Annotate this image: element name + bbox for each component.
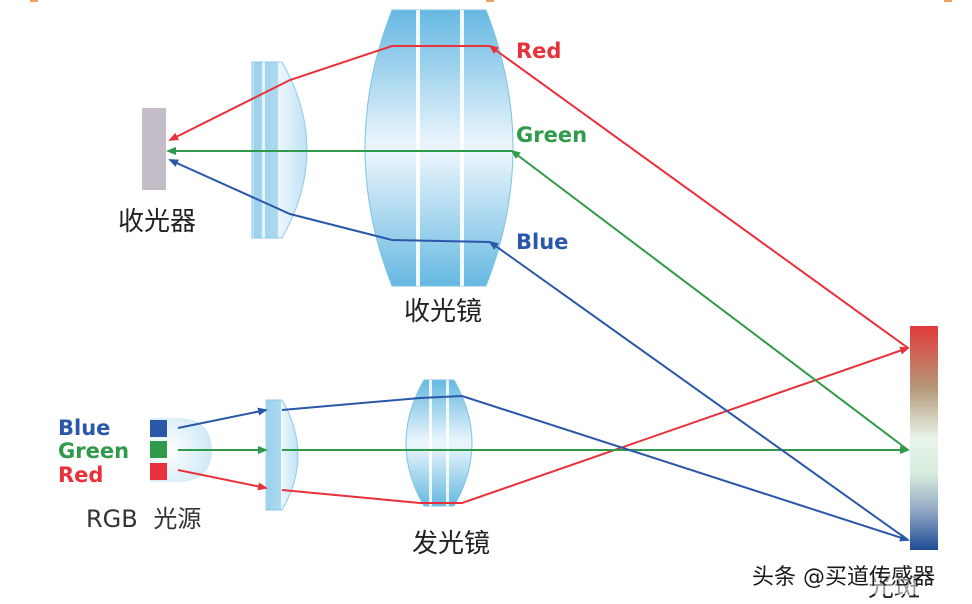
green-led: [150, 441, 167, 458]
emit-lens-small: [265, 399, 299, 511]
frame-accent-right: [944, 0, 952, 2]
watermark: 头条 @买道传感器: [752, 565, 935, 590]
ray-label-green: Green: [516, 123, 587, 147]
red-ray-receive: [488, 44, 909, 349]
receiver-label: 收光器: [118, 207, 196, 237]
light-source-label: RGB 光源: [86, 505, 201, 533]
red-led: [150, 463, 167, 480]
blue-ray-receive-cont: [168, 159, 491, 243]
blue-ray-emit-cont: [281, 394, 910, 542]
receive-lens-label: 收光镜: [404, 297, 482, 327]
receive-lens-large: [364, 9, 514, 287]
red-ray-emit-cont: [281, 346, 910, 504]
source-label-blue: Blue: [58, 416, 110, 440]
blue-ray-emit: [177, 407, 268, 429]
source-label-red: Red: [58, 463, 103, 487]
frame-accent-left: [30, 0, 38, 2]
light-spot-bar: [910, 326, 938, 550]
source-label-green: Green: [58, 439, 129, 463]
blue-ray-receive: [488, 240, 909, 541]
ray-label-blue: Blue: [516, 230, 568, 254]
watermark-bg: [748, 558, 962, 594]
green-ray-receive: [510, 149, 909, 451]
red-ray-receive-cont: [168, 45, 490, 141]
blue-led: [150, 420, 167, 437]
light-source-text: 光源: [153, 505, 201, 533]
light-source-prefix: RGB: [86, 505, 138, 533]
red-ray-emit: [177, 469, 268, 491]
emit-lens-label: 发光镜: [412, 529, 490, 559]
frame-accent-mid: [486, 0, 494, 2]
receiver: [142, 108, 166, 190]
emit-lens: [405, 379, 473, 507]
ray-label-red: Red: [516, 39, 561, 63]
